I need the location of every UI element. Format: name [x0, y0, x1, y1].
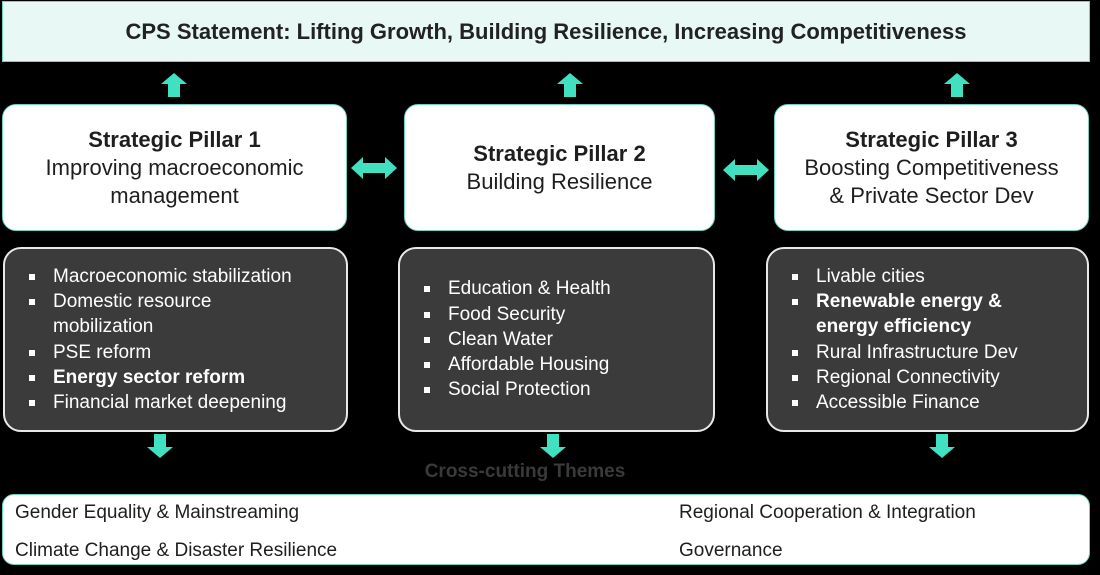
cross-cutting-themes-box: Gender Equality & Mainstreaming Regional… — [2, 494, 1090, 565]
list-item: mobilization — [53, 316, 154, 338]
list-item: Financial market deepening — [27, 390, 292, 415]
list-item: Macroeconomic stabilization — [27, 264, 292, 289]
theme-item: Regional Cooperation & Integration — [679, 502, 976, 523]
cps-statement-title: CPS Statement: Lifting Growth, Building … — [125, 18, 967, 44]
list-item: Energy sector reform — [27, 365, 292, 390]
double-arrow-icon — [723, 157, 769, 183]
pillar-title: Strategic Pillar 3 — [845, 126, 1018, 152]
strategic-pillar-2: Strategic Pillar 2 Building Resilience — [404, 104, 715, 231]
pillar-subtitle-line: Boosting Competitiveness — [804, 154, 1059, 180]
up-arrow-icon — [944, 73, 970, 97]
list-item: Renewable energy & — [790, 289, 1018, 314]
strategic-pillar-3: Strategic Pillar 3 Boosting Competitiven… — [774, 104, 1089, 231]
pillar-title: Strategic Pillar 2 — [473, 140, 646, 166]
theme-item: Governance — [679, 540, 783, 561]
list-item: Social Protection — [422, 377, 611, 402]
pillar-title: Strategic Pillar 1 — [88, 126, 261, 152]
cross-cutting-themes-title: Cross-cutting Themes — [424, 461, 626, 482]
pillar-subtitle-line: Improving macroeconomic — [45, 154, 304, 180]
list-item: Clean Water — [422, 327, 611, 352]
theme-item: Gender Equality & Mainstreaming — [15, 502, 300, 523]
list-item: Food Security — [422, 302, 611, 327]
pillar-1-focus-list: Macroeconomic stabilization Domestic res… — [3, 247, 348, 432]
list-item: Rural Infrastructure Dev — [790, 340, 1018, 365]
down-arrow-icon — [929, 434, 955, 458]
double-arrow-icon — [351, 155, 397, 181]
down-arrow-icon — [147, 434, 173, 458]
list-item: Livable cities — [790, 264, 1018, 289]
list-item: Domestic resource — [27, 289, 292, 314]
list-item: Accessible Finance — [790, 390, 1018, 415]
pillar-2-focus-list: Education & Health Food Security Clean W… — [398, 247, 715, 432]
pillar-subtitle-line: & Private Sector Dev — [829, 182, 1034, 208]
pillar-subtitle-line: Building Resilience — [466, 168, 653, 194]
up-arrow-icon — [557, 73, 583, 97]
pillar-3-focus-list: Livable cities Renewable energy & energy… — [766, 247, 1089, 432]
list-item: Education & Health — [422, 276, 611, 301]
list-item: energy efficiency — [816, 316, 972, 338]
up-arrow-icon — [161, 73, 187, 97]
strategic-pillar-1: Strategic Pillar 1 Improving macroeconom… — [2, 104, 347, 231]
list-item: PSE reform — [27, 340, 292, 365]
cps-statement-banner: CPS Statement: Lifting Growth, Building … — [2, 1, 1090, 62]
down-arrow-icon — [540, 434, 566, 458]
pillar-subtitle-line: management — [110, 182, 239, 208]
list-item: Regional Connectivity — [790, 365, 1018, 390]
theme-item: Climate Change & Disaster Resilience — [15, 540, 338, 561]
list-item: Affordable Housing — [422, 352, 611, 377]
